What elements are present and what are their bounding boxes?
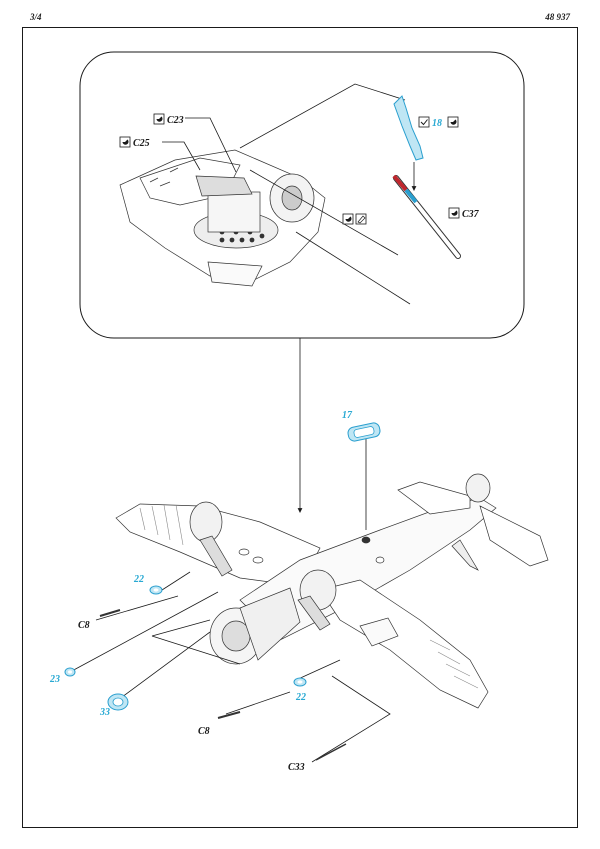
- label-pe-23: 23: [49, 674, 60, 685]
- page-frame: [22, 27, 578, 828]
- part-c8-right: [217, 711, 241, 719]
- label-pe-22-right: 22: [295, 692, 306, 703]
- pe-part-17: [347, 422, 381, 442]
- label-c37: C37: [462, 209, 480, 220]
- remove-part-icon: [447, 116, 459, 128]
- page-number: 3/4: [30, 12, 42, 22]
- label-c8-left: C8: [78, 620, 90, 631]
- remove-part-icon: [119, 136, 131, 148]
- label-c25: C25: [133, 138, 150, 149]
- label-c33: C33: [288, 762, 305, 773]
- remove-part-icon: [153, 113, 165, 125]
- label-pe-17: 17: [342, 410, 353, 421]
- label-pe-18: 18: [432, 118, 442, 129]
- label-c23: C23: [167, 115, 184, 126]
- label-pe-33: 33: [99, 707, 110, 718]
- label-pe-22-left: 22: [133, 574, 144, 585]
- aircraft-underside-view: [115, 473, 549, 709]
- detail-airframe-sketch: [119, 149, 326, 287]
- glue-icon: [355, 213, 367, 225]
- part-c33: [315, 743, 347, 761]
- bend-icon: [418, 116, 430, 128]
- part-c8-left: [99, 609, 121, 617]
- remove-part-icon: [448, 207, 460, 219]
- pe-part-18: [393, 95, 424, 161]
- set-number: 48 937: [545, 12, 570, 22]
- detail-inset: C23 C25 18 C37: [79, 51, 525, 339]
- remove-part-icon: [342, 213, 354, 225]
- label-c8-right: C8: [198, 726, 210, 737]
- part-c37: [392, 174, 461, 259]
